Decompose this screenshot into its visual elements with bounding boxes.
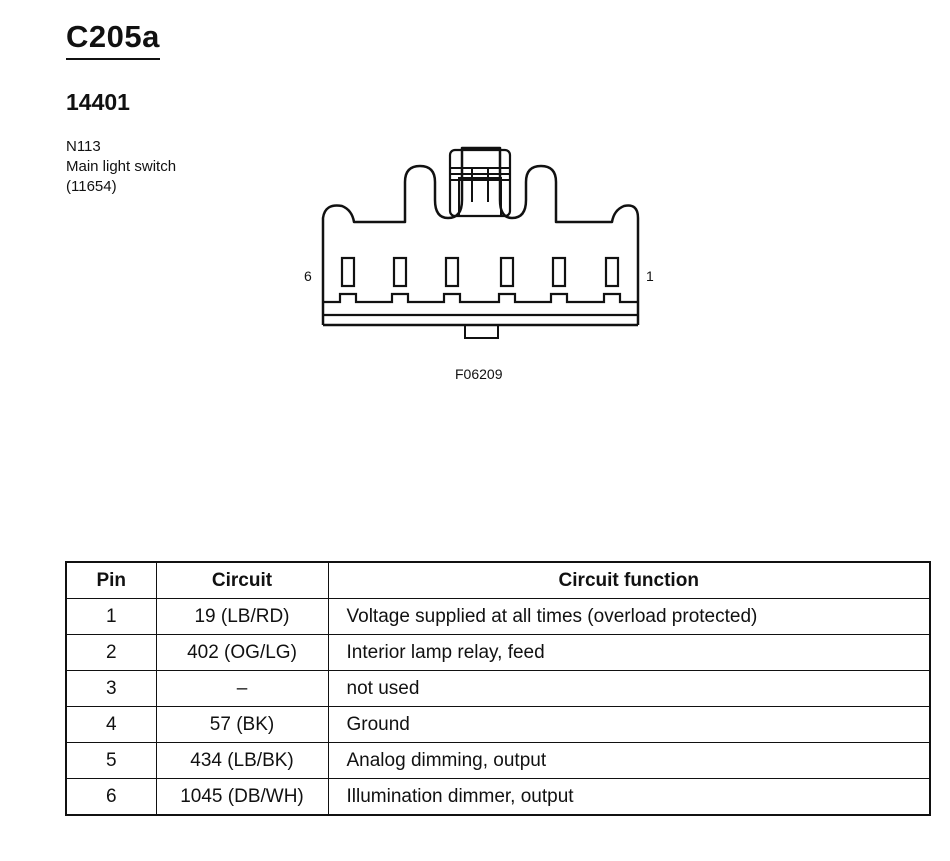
- function-cell: not used: [327, 670, 931, 707]
- function-cell: Analog dimming, output: [327, 742, 931, 779]
- figure-id: F06209: [455, 366, 503, 382]
- table-row: 4 57 (BK) Ground: [65, 706, 931, 743]
- pin-label-left: 6: [304, 268, 312, 284]
- function-cell: Ground: [327, 706, 931, 743]
- component-info: N113 Main light switch (11654): [66, 137, 176, 197]
- header-circuit: Circuit: [155, 561, 329, 599]
- pin-cell: 2: [65, 634, 157, 671]
- circuit-cell: 434 (LB/BK): [155, 742, 329, 779]
- table-row: 1 19 (LB/RD) Voltage supplied at all tim…: [65, 598, 931, 635]
- pin-cavity-3: [499, 256, 515, 288]
- pin-cavity-1: [604, 256, 620, 288]
- circuit-cell: –: [155, 670, 329, 707]
- table-row: 5 434 (LB/BK) Analog dimming, output: [65, 742, 931, 779]
- component-name: Main light switch: [66, 158, 177, 175]
- pin-cavity-6: [340, 256, 356, 288]
- table-header-row: Pin Circuit Circuit function: [65, 561, 931, 599]
- connector-housing-outline: [321, 146, 640, 270]
- function-cell: Interior lamp relay, feed: [327, 634, 931, 671]
- circuit-cell: 19 (LB/RD): [155, 598, 329, 635]
- table-row: 3 – not used: [65, 670, 931, 707]
- connector-title: C205a: [66, 18, 160, 60]
- function-cell: Voltage supplied at all times (overload …: [327, 598, 931, 635]
- circuit-cell: 1045 (DB/WH): [155, 778, 329, 816]
- pin-cavity-5: [392, 256, 408, 288]
- connector-diagram: 6 1: [304, 146, 654, 339]
- table-row: 6 1045 (DB/WH) Illumination dimmer, outp…: [65, 778, 931, 816]
- pinout-table: Pin Circuit Circuit function 1 19 (LB/RD…: [65, 561, 931, 816]
- connector-rail: [323, 292, 638, 304]
- circuit-cell: 402 (OG/LG): [155, 634, 329, 671]
- pin-cavity-2: [551, 256, 567, 288]
- header-circuit-function: Circuit function: [327, 561, 931, 599]
- part-number: 14401: [66, 89, 130, 115]
- pin-cell: 4: [65, 706, 157, 743]
- pin-cell: 5: [65, 742, 157, 779]
- circuit-cell: 57 (BK): [155, 706, 329, 743]
- pin-cell: 6: [65, 778, 157, 816]
- connector-key-tab: [464, 324, 499, 339]
- table-row: 2 402 (OG/LG) Interior lamp relay, feed: [65, 634, 931, 671]
- pin-cavities: [340, 256, 620, 288]
- pin-cell: 1: [65, 598, 157, 635]
- component-part-ref: (11654): [66, 178, 117, 195]
- component-code: N113: [66, 138, 101, 155]
- function-cell: Illumination dimmer, output: [327, 778, 931, 816]
- pin-label-right: 1: [646, 268, 654, 284]
- connector-latch-inner: [458, 177, 502, 217]
- header-pin: Pin: [65, 561, 157, 599]
- pin-cavity-4: [444, 256, 460, 288]
- pin-cell: 3: [65, 670, 157, 707]
